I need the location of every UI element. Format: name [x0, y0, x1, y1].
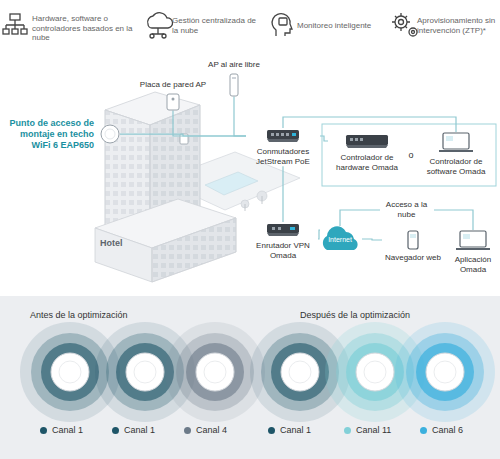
connector-line — [320, 136, 328, 141]
device-icon — [448, 230, 498, 252]
legend-swatch — [268, 427, 275, 434]
legend-swatch — [344, 427, 351, 434]
device-node: Enrutador VPN Omada — [246, 222, 320, 260]
text-label: Hotel — [100, 238, 140, 249]
device-icon — [200, 73, 268, 97]
device-node: Navegador web — [382, 230, 444, 263]
legend-text: Canal 6 — [432, 425, 463, 435]
legend-text: Canal 1 — [52, 425, 83, 435]
channel-rings — [20, 322, 495, 422]
device-icon — [420, 132, 492, 154]
device-icon — [246, 128, 320, 144]
legend-text: Canal 1 — [124, 425, 155, 435]
legend-entry: Canal 1 — [112, 424, 155, 436]
legend-entry: Canal 6 — [420, 424, 463, 436]
device-node: Conmutadores JetStream PoE — [246, 128, 320, 166]
legend-swatch — [420, 427, 427, 434]
legend-entry: Canal 11 — [344, 424, 391, 436]
device-node: Controlador de software Omada — [420, 132, 492, 176]
connector-line — [362, 239, 382, 240]
device-icon — [136, 93, 210, 111]
controller-bracket — [322, 124, 496, 186]
legend-text: Canal 4 — [196, 425, 227, 435]
node-label: Placa de pared AP — [136, 80, 210, 90]
node-label: Aplicación Omada — [448, 255, 498, 274]
node-text: Punto de acceso de montaje en techo WiFi… — [6, 118, 94, 150]
device-icon — [328, 132, 406, 150]
node-label: Navegador web — [382, 253, 444, 263]
node-label: Enrutador VPN Omada — [246, 241, 320, 260]
text-label: Después de la optimización — [300, 310, 480, 321]
text-label: Aprovisionamiento sin intervención (ZTP)… — [417, 16, 498, 35]
text-label: Hardware, software o controladores basad… — [32, 14, 142, 43]
device-icon — [246, 222, 320, 238]
hotel-building — [95, 92, 236, 282]
device-node: AP al aire libre — [200, 60, 268, 97]
legend-entry: Canal 4 — [184, 424, 227, 436]
device-icon — [100, 124, 120, 144]
legend-swatch — [112, 427, 119, 434]
text-label: Antes de la optimización — [30, 310, 230, 321]
legend-entry: Canal 1 — [268, 424, 311, 436]
legend-text: Canal 11 — [356, 425, 391, 435]
device-node: Internet — [318, 226, 362, 252]
node-label: AP al aire libre — [200, 60, 268, 70]
legend-swatch — [184, 427, 191, 434]
node-label: Controlador de software Omada — [420, 157, 492, 176]
connector-line — [318, 230, 320, 239]
legend-entry: Canal 1 — [40, 424, 83, 436]
text-label: Monitoreo inteligente — [297, 21, 387, 31]
device-node: Placa de pared AP — [136, 80, 210, 111]
connector-line — [234, 97, 246, 136]
connector-line — [283, 117, 456, 132]
legend-swatch — [40, 427, 47, 434]
device-node: Punto de acceso de montaje en techo WiFi… — [2, 118, 120, 150]
device-icon — [382, 230, 444, 250]
node-label: Controlador de hardware Omada — [328, 153, 406, 172]
node-label: Punto de acceso de montaje en techo WiFi… — [6, 118, 94, 150]
connector-line — [173, 111, 246, 136]
legend-text: Canal 1 — [280, 425, 311, 435]
edge-label: Acceso a la nube — [380, 199, 434, 220]
connector-line — [282, 166, 283, 222]
text-label: Gestión centralizada de la nube — [172, 16, 260, 35]
node-label: Internet — [318, 236, 362, 244]
text-label: o — [404, 150, 418, 161]
comparison-band — [0, 296, 500, 459]
device-node: Aplicación Omada — [448, 230, 498, 274]
device-node: Controlador de hardware Omada — [328, 132, 406, 172]
node-label: Conmutadores JetStream PoE — [246, 147, 320, 166]
